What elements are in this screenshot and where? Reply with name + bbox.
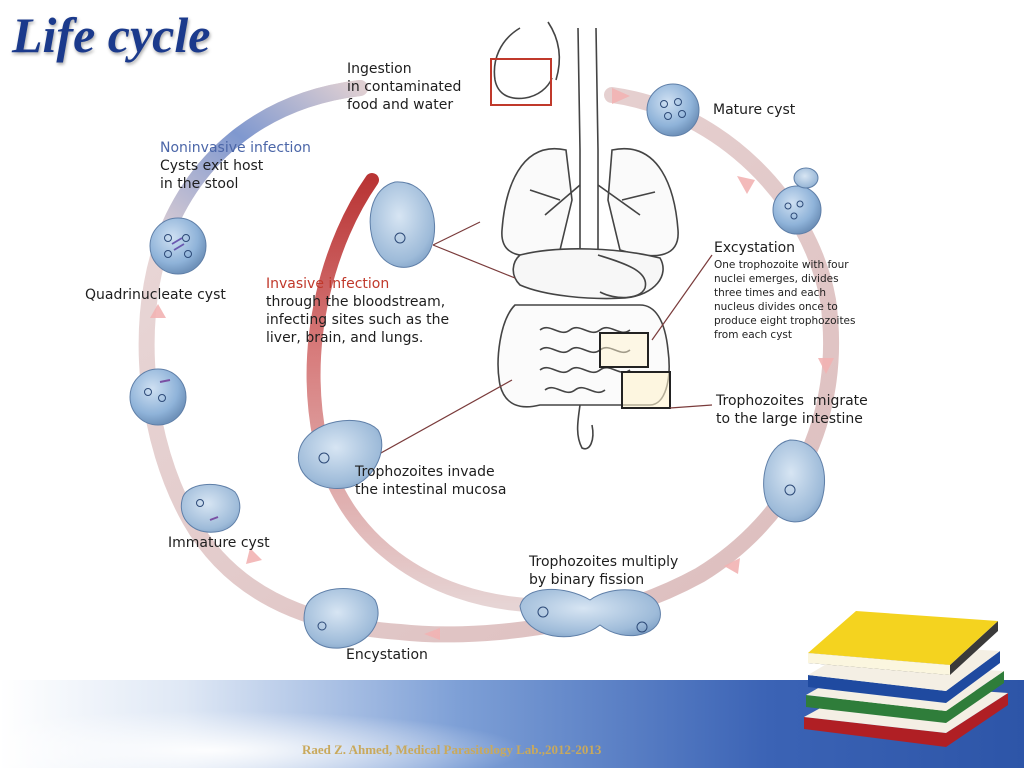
trophozoites-invade-label: Trophozoites invade the intestinal mucos…	[355, 464, 507, 498]
books-stack-illustration	[804, 611, 1008, 747]
immature-cyst-label: Immature cyst	[168, 535, 270, 551]
migrating-trophozoite-icon	[763, 439, 826, 523]
mature-cyst-label: Mature cyst	[713, 102, 796, 118]
leader-lines	[371, 221, 713, 459]
ingestion-label: Ingestion in contaminated food and water	[347, 61, 462, 113]
excystation-description: One trophozoite with four nuclei emerges…	[714, 259, 856, 341]
trophozoites-multiply-label: Trophozoites multiply by binary fission	[529, 554, 679, 588]
invasive-infection-label: Invasive infection through the bloodstre…	[266, 276, 450, 346]
large-intestine-highlight-box	[621, 371, 671, 409]
footer-credit: Raed Z. Ahmed, Medical Parasitology Lab.…	[302, 742, 602, 757]
mouth-highlight-box	[490, 58, 552, 106]
immature-cyst-icon	[180, 483, 241, 533]
mucosa-invading-trophozoite-icon	[298, 419, 383, 489]
trophozoites-migrate-label: Trophozoites migrate to the large intest…	[716, 393, 868, 427]
encystation-label: Encystation	[346, 647, 428, 663]
small-intestine-highlight-box	[599, 332, 649, 368]
binucleate-cyst-icon	[129, 368, 187, 426]
slide-title: Life cycle	[12, 7, 211, 63]
mature-cyst-icon	[646, 83, 700, 137]
cycle-arrow-markers	[150, 88, 834, 640]
excystation-cyst-icon	[772, 167, 822, 235]
encystation-icon	[303, 588, 379, 649]
quadrinucleate-cyst-icon	[149, 217, 207, 275]
quadrinucleate-cyst-label: Quadrinucleate cyst	[85, 287, 226, 303]
human-anatomy-illustration	[493, 21, 679, 450]
excystation-heading: Excystation	[714, 240, 796, 256]
noninvasive-infection-label: Noninvasive infection Cysts exit host in…	[160, 140, 311, 192]
binary-fission-trophozoites-icon	[519, 589, 661, 638]
invasive-trophozoite-icon	[369, 181, 436, 268]
